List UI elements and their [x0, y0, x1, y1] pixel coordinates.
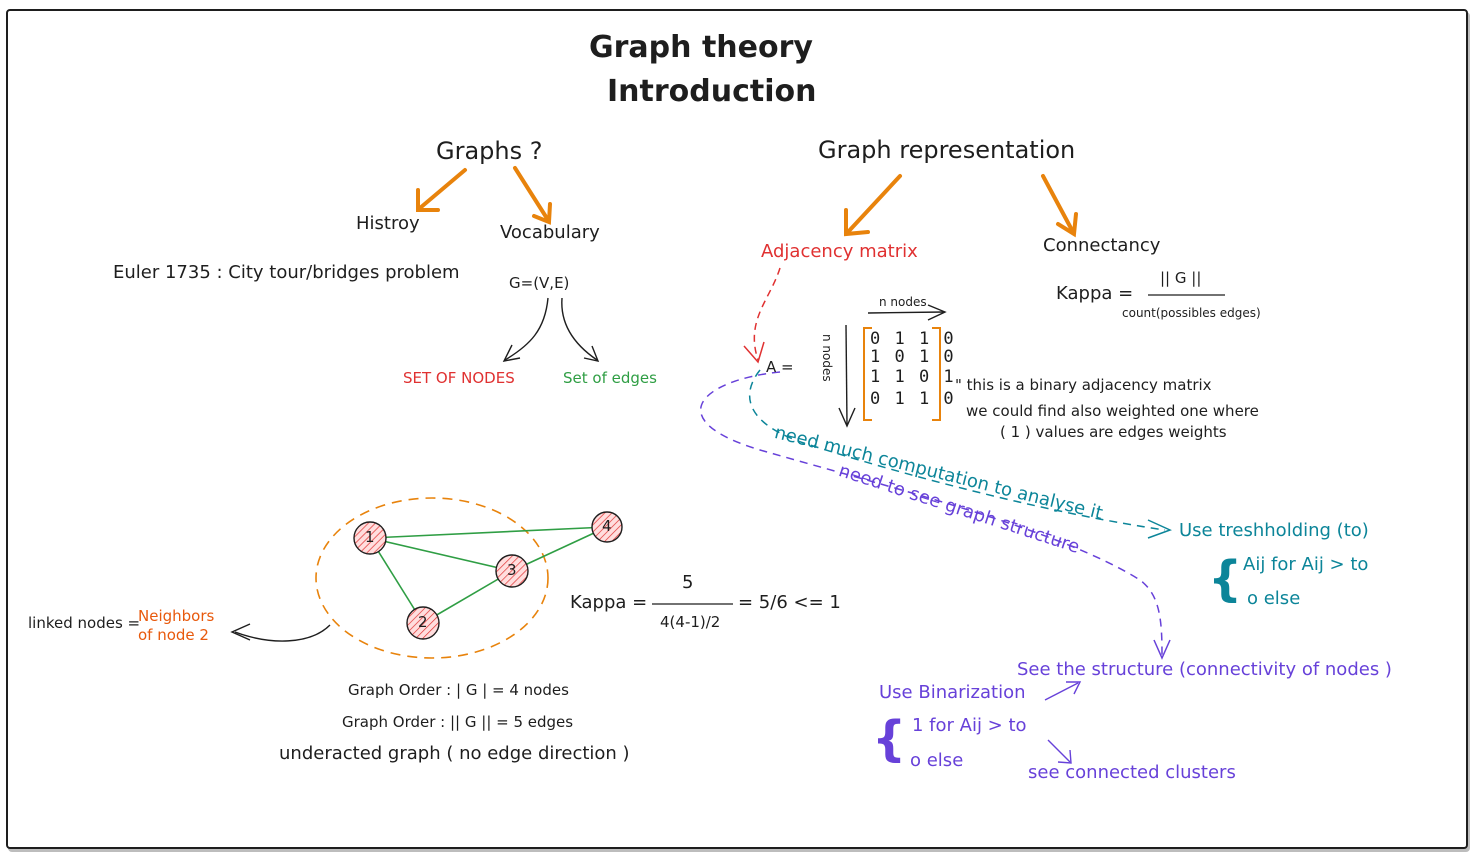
node-3-label: 3	[507, 561, 517, 579]
node-2-label: 2	[418, 613, 428, 631]
arrow-adjacency-to-a-head	[743, 341, 765, 364]
kappa-denominator: count(possibles edges)	[1122, 306, 1261, 320]
matrix-note-2: we could find also weighted one where	[966, 402, 1259, 420]
neighborhood-ellipse	[315, 497, 549, 659]
binarization-brace: {	[872, 711, 907, 767]
node-1-label: 1	[365, 528, 375, 546]
binarization-label: Use Binarization	[879, 682, 1026, 703]
arrow-bin-to-structure	[1044, 681, 1082, 701]
title-line-2: Introduction	[607, 74, 817, 109]
arrow-bin-to-clusters	[1047, 739, 1072, 764]
arrow-to-set-of-nodes	[502, 297, 549, 362]
n-nodes-arrow-top	[867, 304, 947, 321]
arrow-to-vocabulary	[513, 166, 552, 225]
thresholding-line-2: o else	[1247, 588, 1301, 609]
node-3	[495, 554, 529, 588]
linked-nodes-label: linked nodes =	[28, 614, 141, 632]
edge-3-4	[511, 526, 608, 572]
arrow-to-history	[416, 168, 467, 212]
arrow-to-see-structure	[700, 371, 1163, 656]
canvas-frame	[6, 9, 1468, 849]
graphs-heading: Graphs ?	[436, 137, 543, 165]
graph-kappa-denominator: 4(4-1)/2	[660, 613, 721, 631]
n-nodes-top-label: n nodes	[879, 295, 927, 309]
thresholding-brace: {	[1208, 551, 1243, 607]
history-label: Histroy	[356, 213, 420, 234]
title-line-1: Graph theory	[589, 30, 813, 65]
arrow-to-set-of-edges	[561, 297, 600, 362]
binarization-line-1: 1 for Aij > to	[912, 715, 1027, 736]
matrix-row-1: 0 1 1 0	[870, 329, 956, 349]
node-4-label: 4	[602, 517, 612, 535]
matrix-row-2: 1 0 1 0	[870, 347, 956, 367]
undirected-note: underacted graph ( no edge direction )	[279, 743, 630, 764]
vocabulary-label: Vocabulary	[500, 222, 600, 243]
graph-kappa-numerator: 5	[682, 572, 694, 593]
edge-3-2	[422, 570, 513, 624]
n-nodes-arrow-side	[838, 324, 856, 428]
connectancy-label: Connectancy	[1043, 235, 1161, 256]
graph-order-nodes: Graph Order : | G | = 4 nodes	[348, 681, 569, 699]
euler-note: Euler 1735 : City tour/bridges problem	[113, 262, 460, 283]
arrow-to-thresholding-head	[1147, 519, 1172, 539]
arrow-to-neighbors	[230, 623, 331, 642]
edge-1-3	[369, 537, 513, 572]
see-structure-connectivity: See the structure (connectivity of nodes…	[1017, 659, 1392, 680]
a-equals: A =	[766, 358, 794, 376]
matrix-row-4: 0 1 1 0	[870, 389, 956, 409]
neighbors-line-1: Neighbors	[138, 607, 215, 625]
matrix-brackets	[863, 327, 941, 421]
edge-1-4	[369, 526, 608, 539]
thresholding-line-1: Aij for Aij > to	[1243, 554, 1369, 575]
graph-order-edges: Graph Order : || G || = 5 edges	[342, 713, 574, 731]
connected-clusters-label: see connected clusters	[1028, 762, 1236, 783]
node-1	[353, 521, 387, 555]
node-2	[406, 606, 440, 640]
matrix-row-3: 1 1 0 1	[870, 367, 956, 387]
kappa-numerator: || G ||	[1160, 269, 1202, 287]
kappa-label: Kappa =	[1056, 283, 1134, 304]
thresholding-label: Use treshholding (to)	[1179, 520, 1369, 541]
set-of-edges-label: Set of edges	[563, 369, 657, 387]
arrow-to-see-structure-head	[1153, 639, 1171, 660]
graph-kappa-label: Kappa =	[570, 592, 648, 613]
graph-kappa-result: = 5/6 <= 1	[738, 592, 841, 613]
arrow-to-adjacency	[844, 174, 902, 237]
arrow-to-connectancy	[1041, 174, 1078, 238]
set-of-nodes-label: SET OF NODES	[403, 369, 515, 387]
adjacency-matrix-label: Adjacency matrix	[761, 241, 918, 262]
binarization-line-2: o else	[910, 750, 964, 771]
representation-heading: Graph representation	[818, 136, 1076, 164]
arrow-adjacency-to-a	[753, 267, 781, 361]
matrix-note-3: ( 1 ) values are edges weights	[1000, 423, 1227, 441]
n-nodes-side-label: n nodes	[820, 334, 834, 382]
graph-definition: G=(V,E)	[509, 274, 570, 292]
node-4	[591, 511, 623, 543]
matrix-note-1: " this is a binary adjacency matrix	[955, 376, 1212, 394]
neighbors-line-2: of node 2	[138, 626, 209, 644]
arrow-to-thresholding	[748, 369, 1166, 531]
